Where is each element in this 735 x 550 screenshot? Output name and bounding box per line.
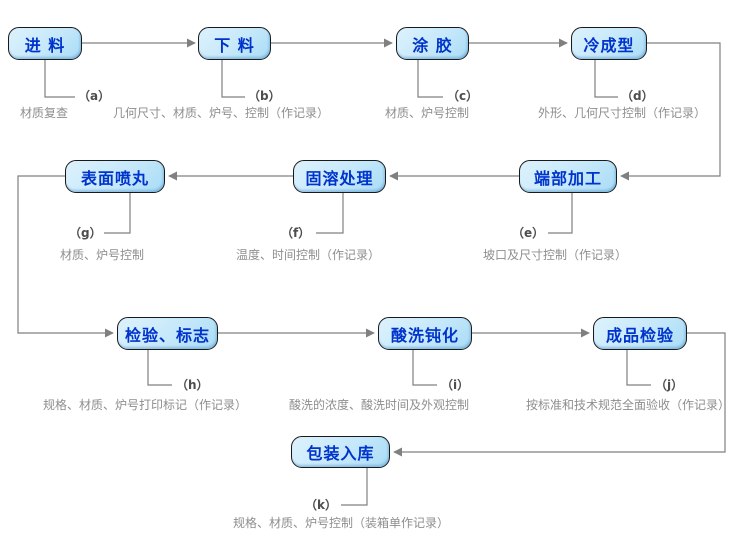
annotation-text-e: 坡口及尺寸控制（作记录） — [483, 248, 628, 262]
annotation-text-f: 温度、时间控制（作记录） — [236, 248, 381, 262]
annotation-text-g: 材质、炉号控制 — [60, 248, 145, 262]
node-feed: 进 料 — [8, 27, 82, 60]
annotation-text-i: 酸洗的浓度、酸洗时间及外观控制 — [289, 398, 470, 412]
leader-line-d — [594, 60, 618, 98]
leader-line-i — [412, 350, 437, 386]
annotation-tag-b: （b） — [248, 89, 281, 103]
connector-final-inspection-to-packing — [393, 332, 726, 457]
node-final-inspection: 成品检验 — [593, 317, 687, 350]
leader-line-g — [104, 193, 131, 234]
annotation-text-h: 规格、材质、炉号打印标记（作记录） — [43, 398, 248, 412]
node-shot-peening: 表面喷丸 — [65, 160, 165, 193]
node-cold-forming: 冷成型 — [571, 27, 647, 60]
annotation-tag-j: （j） — [655, 378, 684, 392]
annotation-tag-g: （g） — [69, 226, 102, 240]
annotation-tag-c: （c） — [447, 89, 479, 103]
leader-line-h — [147, 350, 172, 386]
node-solution-treatment: 固溶处理 — [293, 160, 386, 193]
leader-line-j — [626, 350, 651, 386]
connector-cold-forming-to-end-machining — [620, 42, 721, 181]
annotation-text-k: 规格、材质、炉号控制（装箱单作记录） — [233, 516, 450, 530]
leader-line-b — [221, 60, 245, 98]
annotation-text-b: 几何尺寸、材质、炉号、控制（作记录） — [113, 106, 330, 120]
annotation-text-c: 材质、炉号控制 — [385, 106, 470, 120]
connector-shot-peening-to-inspection-marking — [17, 175, 114, 338]
node-pickling-passivation: 酸洗钝化 — [378, 317, 472, 350]
annotation-text-j: 按标准和技术规范全面验收（作记录） — [526, 398, 731, 412]
leader-line-e — [548, 193, 573, 234]
leader-line-a — [44, 60, 75, 98]
annotation-tag-a: （a） — [78, 89, 111, 103]
leader-line-k — [341, 468, 368, 506]
annotation-tag-e: （e） — [512, 226, 545, 240]
node-cutting: 下 料 — [198, 27, 271, 60]
annotation-tag-f: （f） — [281, 226, 311, 240]
annotation-tag-h: （h） — [176, 378, 209, 392]
node-inspection-marking: 检验、标志 — [117, 317, 218, 350]
annotation-tag-i: （i） — [441, 378, 470, 392]
node-end-machining: 端部加工 — [519, 160, 617, 193]
annotation-tag-k: （k） — [305, 498, 337, 512]
annotation-text-a: 材质复查 — [20, 106, 69, 120]
node-packing-storage: 包装入库 — [291, 436, 390, 468]
annotation-text-d: 外形、几何尺寸控制（作记录） — [538, 106, 707, 120]
leader-line-c — [417, 60, 443, 98]
annotation-tag-d: （d） — [621, 89, 654, 103]
leader-line-f — [316, 193, 344, 234]
node-gluing: 涂 胶 — [396, 27, 469, 60]
